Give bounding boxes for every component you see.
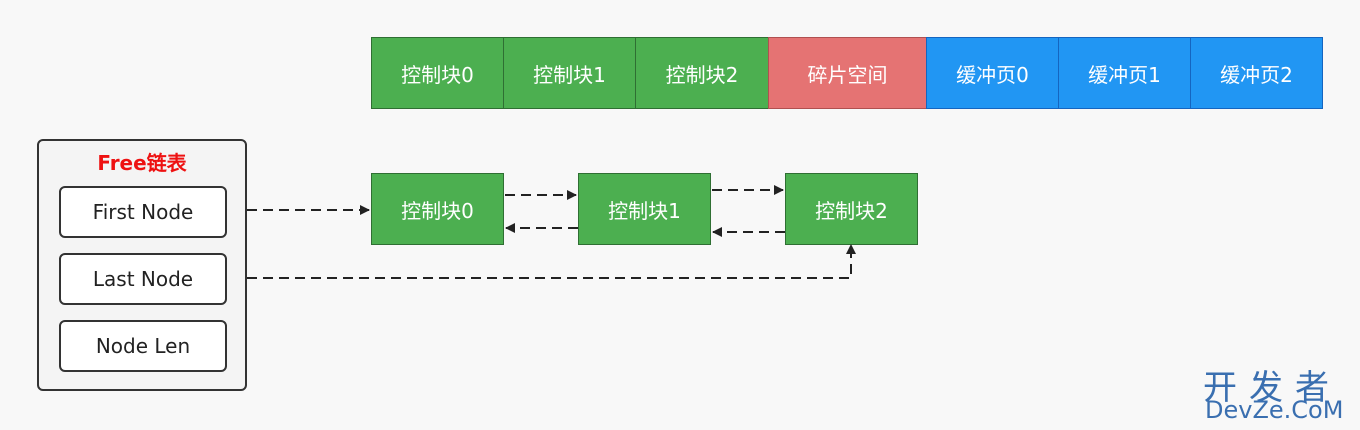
free-list-title: Free链表 — [97, 151, 187, 175]
memory-block-control-1: 控制块1 — [503, 37, 636, 109]
watermark-logo-en: DevZe.CoM — [1205, 396, 1344, 424]
watermark-logo-cn: 开发者 — [1203, 368, 1341, 408]
memory-block-control-0: 控制块0 — [371, 37, 504, 109]
list-node-control-0: 控制块0 — [371, 173, 504, 245]
free-list-base-node: Free链表 First Node Last Node Node Len — [37, 139, 247, 391]
last-node-pointer-arrow — [247, 244, 856, 279]
memory-block-buffer-0: 缓冲页0 — [926, 37, 1059, 109]
list-node-control-1: 控制块1 — [578, 173, 711, 245]
node-len-field: Node Len — [59, 320, 227, 372]
list-node-control-2: 控制块2 — [785, 173, 918, 245]
last-node-field: Last Node — [59, 253, 227, 305]
first-node-field: First Node — [59, 186, 227, 238]
memory-block-control-2: 控制块2 — [635, 37, 769, 109]
memory-block-fragment: 碎片空间 — [768, 37, 927, 109]
memory-block-buffer-1: 缓冲页1 — [1058, 37, 1191, 109]
memory-block-buffer-2: 缓冲页2 — [1190, 37, 1323, 109]
